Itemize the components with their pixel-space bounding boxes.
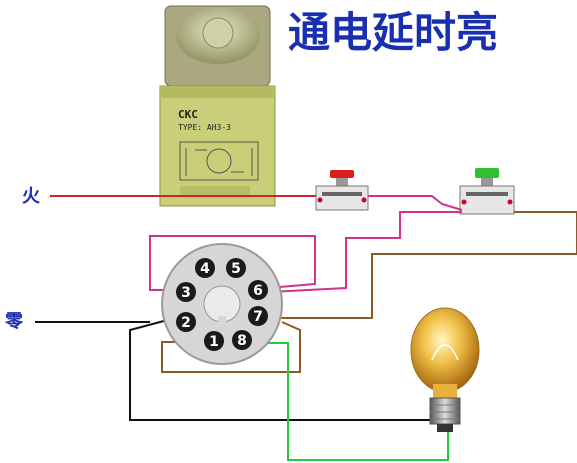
socket-pin-7 <box>248 306 268 326</box>
start-button <box>459 168 515 215</box>
relay-brand: CKC <box>178 108 198 121</box>
socket-pin-3 <box>176 282 196 302</box>
page-title: 通电延时亮 <box>288 8 498 57</box>
socket-pin-label: 2 <box>181 315 191 331</box>
socket-pin-label: 6 <box>253 283 263 299</box>
lamp-wire-green <box>258 342 449 461</box>
relay-socket <box>161 243 283 365</box>
socket-pin-label: 1 <box>209 334 219 350</box>
stop-button <box>315 170 369 211</box>
socket-pin-label: 5 <box>231 261 241 277</box>
socket-pin-label: 8 <box>237 333 247 349</box>
control-wire-magenta <box>149 195 463 293</box>
neutral-label: 零 <box>4 311 24 332</box>
socket-pin-5 <box>226 258 246 278</box>
live-label: 火 <box>22 186 41 207</box>
socket-pin-label: 4 <box>200 261 210 277</box>
socket-pin-2 <box>176 312 196 332</box>
socket-pin-6 <box>248 280 268 300</box>
socket-pin-label: 3 <box>181 285 191 301</box>
socket-pin-label: 7 <box>253 309 263 325</box>
socket-pin-8 <box>232 330 252 350</box>
relay-circuit-print <box>179 141 259 181</box>
relay-type: TYPE: AH3-3 <box>178 123 231 132</box>
socket-pin-1 <box>204 331 224 351</box>
socket-pin-4 <box>195 258 215 278</box>
control-wire-brown <box>161 211 577 373</box>
time-relay: CKC TYPE: AH3-3 <box>159 5 276 207</box>
lamp <box>410 307 480 432</box>
